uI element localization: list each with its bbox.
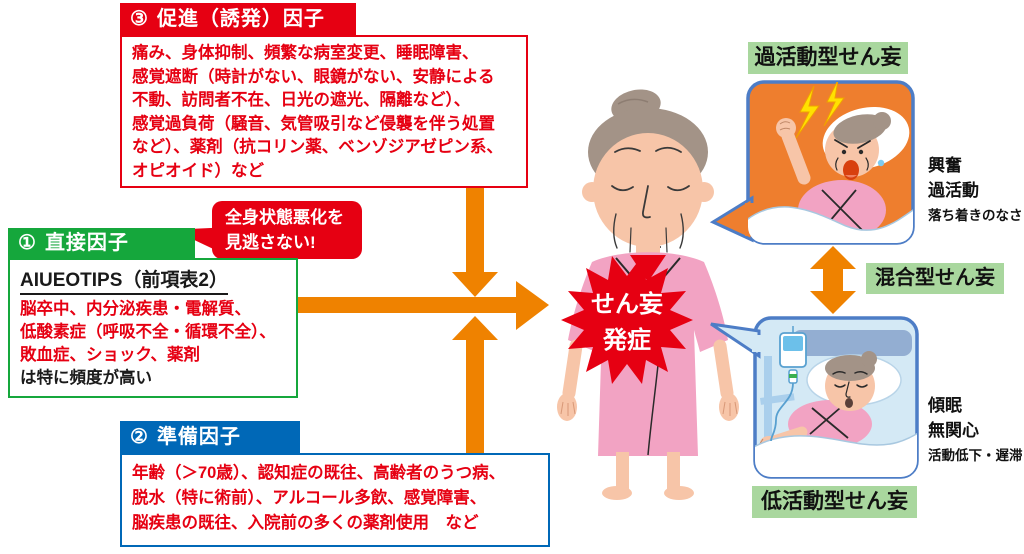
- delirium-onset-burst: [561, 256, 693, 384]
- bed-rail: [764, 356, 772, 456]
- patient-raised-arm: [781, 129, 811, 185]
- predisposing-number: ②: [130, 426, 149, 448]
- arrow-from-predisposing: [452, 316, 498, 455]
- predisposing-body-text: 年齢（＞70歳）、認知症の既往、高齢者のうつ病、 脱水（特に術前）、アルコール多…: [132, 464, 506, 532]
- sweat-drop: [877, 159, 885, 167]
- hypoactive-symptoms: 傾眠 無関心 活動低下・遅滞: [928, 396, 1023, 463]
- promoting-number: ③: [130, 8, 149, 30]
- delirium-onset-label: せん妄 発症: [591, 291, 663, 354]
- bed-rail-bar: [759, 393, 795, 405]
- woman-arms: [562, 339, 734, 400]
- direct-factors-box: AIUEOTIPS（前項表2） 脳卒中、内分泌疾患・電解質、 低酸素症（呼吸不全…: [8, 258, 298, 398]
- promoting-factors-header: ③ 促進（誘発）因子: [120, 3, 356, 35]
- hypoactive-delirium-label: 低活動型せん妄: [752, 486, 917, 518]
- promoting-title: 促進（誘発）因子: [156, 8, 325, 30]
- hypoactive-patient-scene: [755, 326, 917, 477]
- predisposing-factors-box: 年齢（＞70歳）、認知症の既往、高齢者のうつ病、 脱水（特に術前）、アルコール多…: [120, 453, 550, 547]
- blanket: [755, 430, 917, 477]
- promoting-body-text: 痛み、身体抑制、頻繁な病室変更、睡眠障害、 感覚遮断（時計がない、眼鏡がない、安…: [132, 44, 503, 180]
- hyperactive-bubble: [709, 80, 915, 245]
- promoting-factors-box: 痛み、身体抑制、頻繁な病室変更、睡眠障害、 感覚遮断（時計がない、眼鏡がない、安…: [120, 35, 528, 188]
- headboard: [792, 330, 912, 356]
- predisposing-title: 準備因子: [156, 426, 241, 448]
- woman-hands: [557, 393, 739, 421]
- warning-callout: 全身状態悪化を 見逃さない!: [212, 201, 362, 259]
- hyperactive-symptoms: 興奮 過活動 落ち着きのなさ: [928, 156, 1023, 223]
- direct-red-text: 脳卒中、内分泌疾患・電解質、 低酸素症（呼吸不全・循環不全）、 敗血症、ショック…: [20, 300, 276, 364]
- merge-arrows: [297, 188, 549, 455]
- direct-factors-header: ① 直接因子: [8, 228, 195, 259]
- patient-sleepy-face: [832, 370, 868, 398]
- direct-number: ①: [18, 232, 37, 254]
- hyperactive-delirium-label: 過活動型せん妄: [748, 42, 908, 74]
- arrow-from-direct: [297, 281, 549, 330]
- direct-subtitle: AIUEOTIPS（前項表2）: [20, 265, 228, 295]
- hypoactive-bubble: [710, 316, 919, 479]
- predisposing-factors-header: ② 準備因子: [120, 421, 300, 453]
- patient-hair-bun: [861, 351, 877, 367]
- woman-legs: [602, 452, 694, 500]
- patient-angry-face: [834, 139, 871, 171]
- mixed-type-double-arrow: [810, 246, 856, 314]
- direct-black-text: は特に頻度が高い: [20, 369, 152, 387]
- direct-title: 直接因子: [44, 232, 129, 254]
- mixed-delirium-label: 混合型せん妄: [866, 263, 1004, 294]
- blanket: [748, 206, 913, 243]
- iv-drip: [770, 326, 807, 442]
- arrow-from-promoting: [452, 188, 498, 297]
- patient-hair-bun: [873, 112, 891, 130]
- lightning-bolt-icon: [795, 85, 820, 139]
- lightning-bolt-icon: [823, 82, 845, 127]
- patient-open-mouth: [845, 398, 853, 408]
- hyperactive-patient-scene: [748, 82, 913, 243]
